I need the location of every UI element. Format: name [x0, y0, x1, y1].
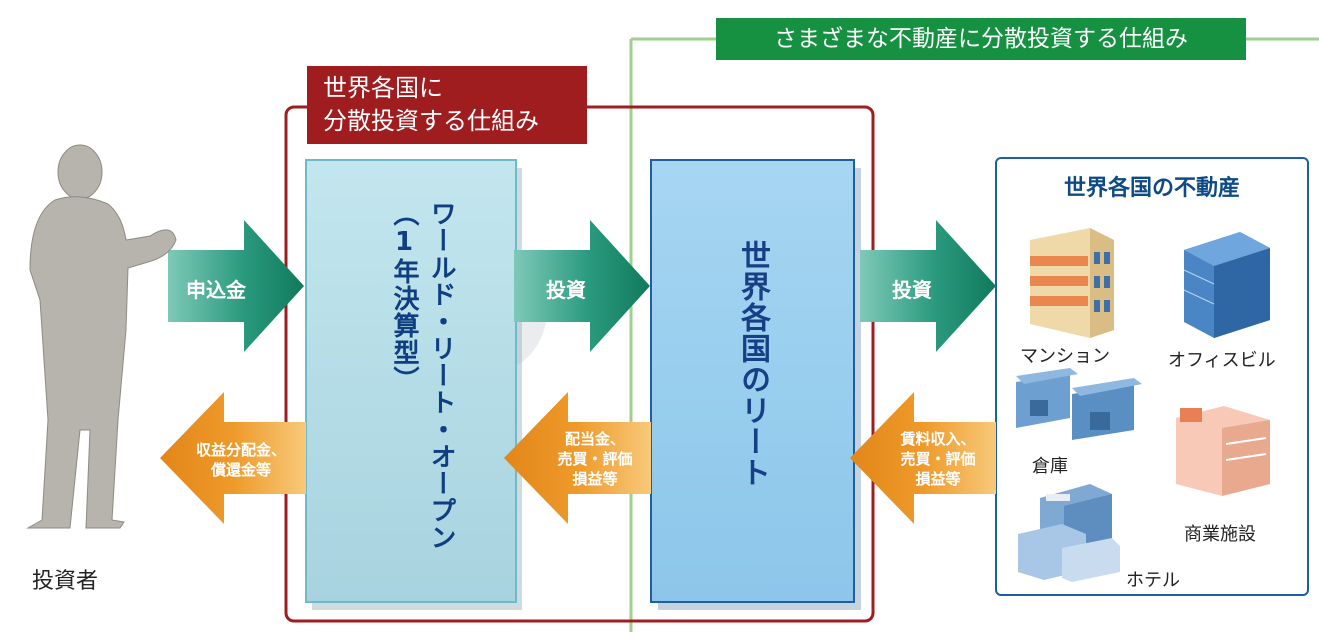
dividend-line1: 配当金、: [564, 430, 625, 448]
rent-arrow-shape: [850, 392, 996, 524]
rent-line1: 賃料収入、: [900, 430, 976, 448]
reit-box-shape: [650, 159, 861, 610]
distribution-arrow-shape: [160, 392, 306, 524]
property-label-shopping: 商業施設: [1184, 524, 1256, 545]
warehouse-icon: [1016, 368, 1142, 440]
fund-box-shape: [305, 159, 522, 610]
realestate-diversification-text: さまざまな不動産に分散投資する仕組み: [774, 26, 1188, 52]
invest-reit-arrow-shape: [860, 220, 996, 352]
mansion-icon: [1030, 228, 1114, 338]
property-label-mansion: マンション: [1020, 346, 1110, 367]
rent-line3: 損益等: [915, 470, 961, 488]
hotel-icon: [1018, 484, 1120, 582]
invest-reit-arrow-label: 投資: [892, 278, 932, 302]
subscription-arrow-label: 申込金: [186, 278, 246, 302]
dividend-arrow-label: 配当金、 売買・評価 損益等: [540, 429, 650, 489]
distribution-line1: 収益分配金、: [195, 441, 286, 459]
properties-title: 世界各国の不動産: [1063, 176, 1240, 201]
reit-name: 世界各国のリート: [735, 240, 770, 488]
distribution-line2: 償還金等: [210, 461, 271, 479]
dividend-arrow-shape: [504, 392, 651, 524]
office-building-icon: [1183, 232, 1270, 338]
distribution-arrow-label: 収益分配金、 償還金等: [176, 440, 306, 480]
realestate-diversification-label: さまざまな不動産に分散投資する仕組み: [716, 18, 1246, 60]
investor-label: 投資者: [32, 569, 99, 594]
property-label-warehouse: 倉庫: [1032, 456, 1068, 477]
dividend-line2: 売買・評価: [557, 450, 633, 468]
investor-figure: [26, 144, 177, 529]
subscription-arrow-shape: [168, 220, 304, 352]
property-label-office: オフィスビル: [1168, 350, 1276, 371]
fund-name: ワールド・リート・オープン（1年決算型）: [389, 200, 456, 551]
green-frame-lines: [629, 37, 1319, 632]
rent-arrow-label: 賃料収入、 売買・評価 損益等: [880, 429, 996, 489]
invest-fund-arrow-label: 投資: [546, 278, 586, 302]
dividend-line3: 損益等: [572, 470, 618, 488]
invest-fund-arrow-shape: [514, 220, 650, 352]
shopping-center-icon: [1176, 406, 1270, 496]
property-label-hotel: ホテル: [1126, 570, 1180, 591]
global-diversification-label: 世界各国に 分散投資する仕組み: [307, 66, 587, 144]
global-diversification-text: 世界各国に 分散投資する仕組み: [323, 74, 539, 135]
rent-line2: 売買・評価: [900, 450, 976, 468]
